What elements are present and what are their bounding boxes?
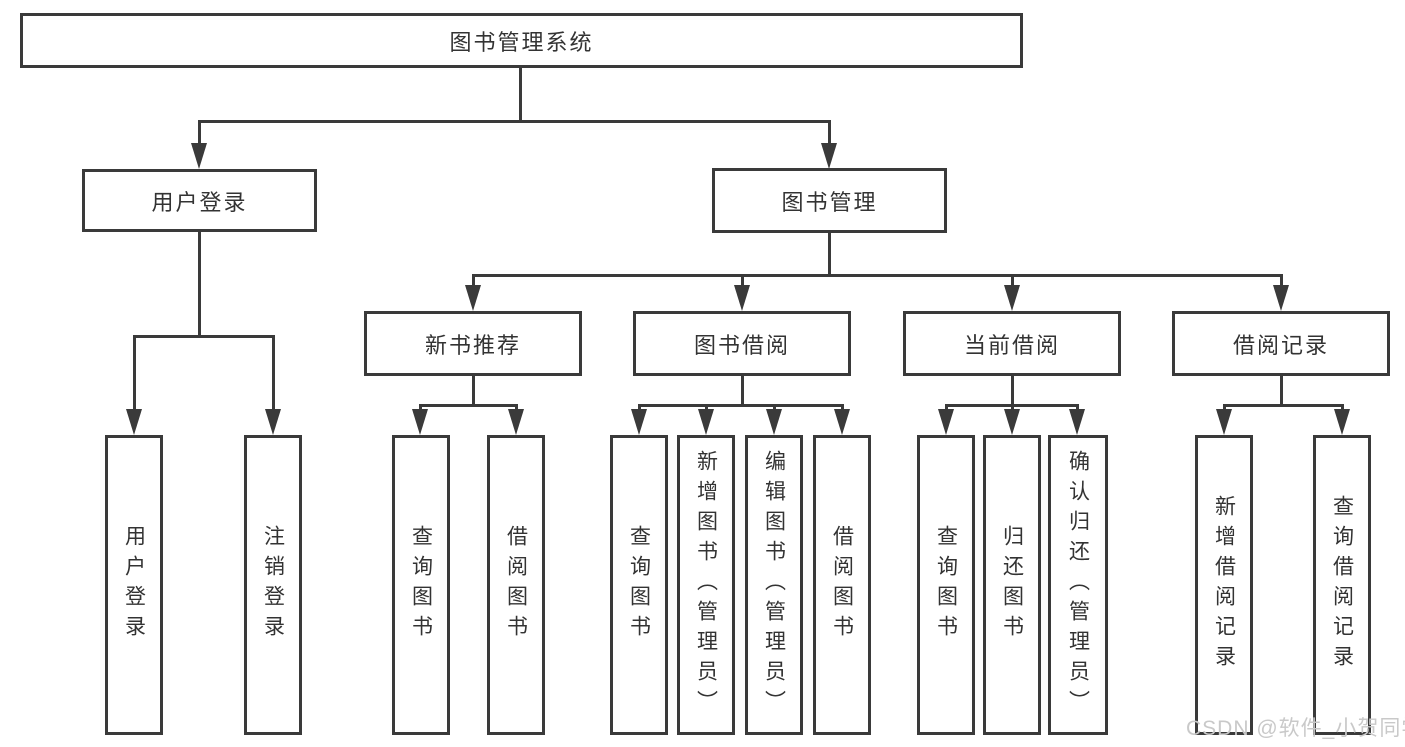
leaf-confirm-return-admin: 确认归还（管理员） <box>1048 435 1108 735</box>
arrow-down-icon <box>1216 409 1232 435</box>
csdn-watermark: CSDN @软件_小贺同学 <box>1186 717 1405 740</box>
connector-stem <box>945 404 948 413</box>
connector-stem <box>705 404 708 413</box>
arrow-down-icon <box>938 409 954 435</box>
arrow-down-icon <box>631 409 647 435</box>
connector-stem <box>1280 274 1283 288</box>
connector-stem <box>272 335 275 411</box>
arrow-down-icon <box>465 285 481 311</box>
arrow-down-icon <box>698 409 714 435</box>
connector-stem <box>1011 376 1014 406</box>
node-system-root: 图书管理系统 <box>20 13 1023 68</box>
arrow-down-icon <box>412 409 428 435</box>
connector-stem <box>1223 404 1226 413</box>
connector-split <box>472 274 1283 277</box>
arrow-down-icon <box>821 143 837 169</box>
connector-stem <box>1341 404 1344 413</box>
leaf-query-borrow-record: 查询借阅记录 <box>1313 435 1371 735</box>
leaf-query-books-borrowing: 查询图书 <box>610 435 668 735</box>
node-new-book-recommend: 新书推荐 <box>364 311 582 376</box>
connector-stem <box>828 120 831 146</box>
connector-stem <box>1011 404 1014 413</box>
leaf-edit-book-admin: 编辑图书（管理员） <box>745 435 803 735</box>
node-user-login: 用户登录 <box>82 169 317 232</box>
connector-stem <box>198 120 201 146</box>
leaf-user-login: 用户登录 <box>105 435 163 735</box>
arrow-down-icon <box>508 409 524 435</box>
connector-root-stem <box>519 68 522 121</box>
leaf-return-book: 归还图书 <box>983 435 1041 735</box>
node-book-borrowing: 图书借阅 <box>633 311 851 376</box>
connector-split <box>638 404 843 407</box>
connector-stem <box>472 274 475 288</box>
arrow-down-icon <box>1273 285 1289 311</box>
connector-stem <box>1076 404 1079 413</box>
arrow-down-icon <box>1069 409 1085 435</box>
arrow-down-icon <box>126 409 142 435</box>
connector-stem <box>638 404 641 413</box>
connector-split <box>133 335 275 338</box>
leaf-logout: 注销登录 <box>244 435 302 735</box>
leaf-query-books-recommend: 查询图书 <box>392 435 450 735</box>
arrow-down-icon <box>766 409 782 435</box>
leaf-add-book-admin: 新增图书（管理员） <box>677 435 735 735</box>
leaf-query-books-current: 查询图书 <box>917 435 975 735</box>
connector-stem <box>1280 376 1283 406</box>
arrow-down-icon <box>1334 409 1350 435</box>
leaf-borrow-books-recommend: 借阅图书 <box>487 435 545 735</box>
connector-stem <box>741 376 744 406</box>
connector-stem <box>741 274 744 288</box>
node-current-borrowing: 当前借阅 <box>903 311 1121 376</box>
node-borrow-records: 借阅记录 <box>1172 311 1390 376</box>
leaf-borrow-books: 借阅图书 <box>813 435 871 735</box>
connector-stem <box>841 404 844 413</box>
connector-root-split <box>198 120 831 123</box>
connector-stem <box>198 232 201 336</box>
arrow-down-icon <box>1004 409 1020 435</box>
connector-stem <box>773 404 776 413</box>
connector-stem <box>472 376 475 406</box>
connector-stem <box>515 404 518 413</box>
arrow-down-icon <box>734 285 750 311</box>
arrow-down-icon <box>1004 285 1020 311</box>
arrow-down-icon <box>191 143 207 169</box>
connector-split <box>1223 404 1343 407</box>
connector-stem <box>1011 274 1014 288</box>
connector-stem <box>419 404 422 413</box>
connector-stem <box>828 233 831 275</box>
leaf-add-borrow-record: 新增借阅记录 <box>1195 435 1253 735</box>
connector-split <box>419 404 517 407</box>
arrow-down-icon <box>265 409 281 435</box>
arrow-down-icon <box>834 409 850 435</box>
node-book-management: 图书管理 <box>712 168 947 233</box>
connector-stem <box>133 335 136 411</box>
